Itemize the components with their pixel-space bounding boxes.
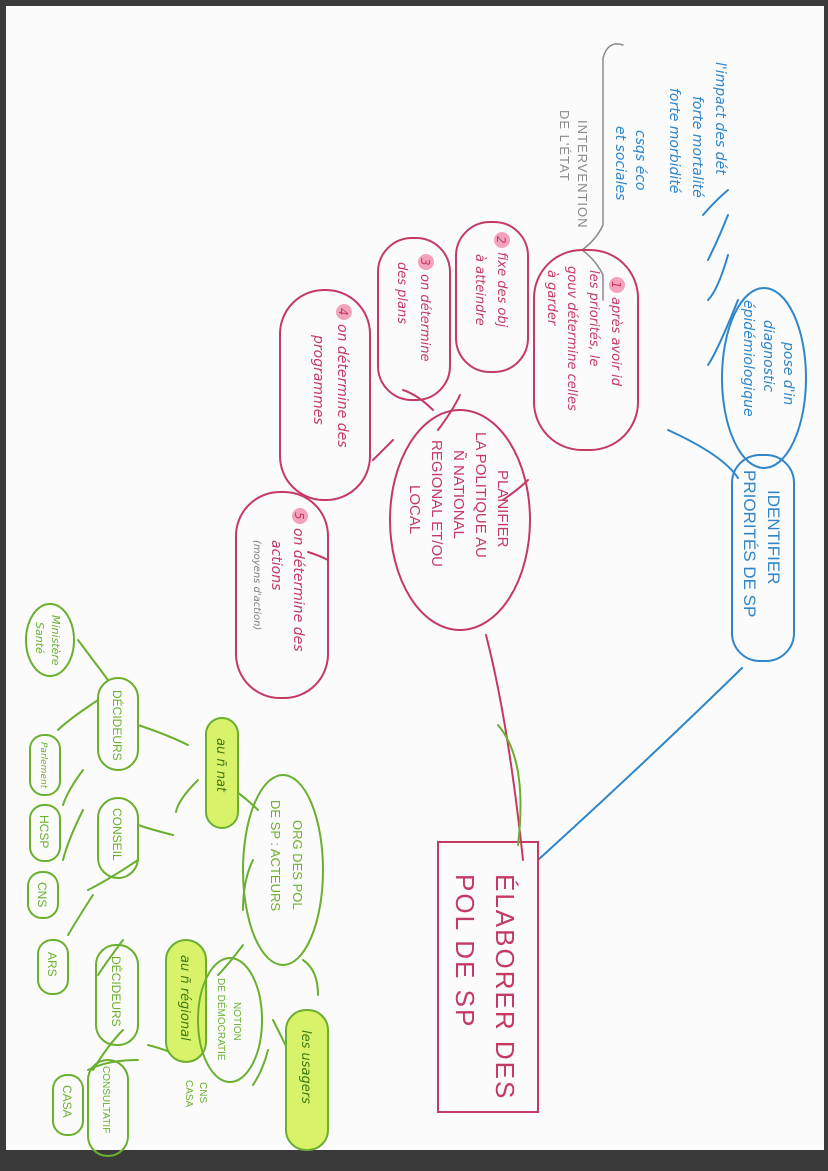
blue-branch: IDENTIFIER PRIORITÉS DE SP pose d'in dia… (557, 43, 807, 662)
green-branch: ORG DES POL DE SP : ACTEURS au ñ nat au … (25, 603, 522, 1157)
users-label: les usagers (298, 1030, 313, 1104)
step5-line-2: actions (268, 540, 284, 590)
leaf-ministry-2: Santé (33, 622, 46, 654)
leaf-hcsp: HCSP (37, 815, 51, 848)
paper (6, 6, 824, 1156)
leaf-parliament: Parlement (38, 742, 48, 789)
step4-line-2: programmes (310, 334, 326, 425)
step1-line-2: les priorités, le (586, 270, 601, 366)
leaf-csqs: csqs éco (632, 130, 648, 191)
leaf-casa-2: CASA (183, 1080, 194, 1108)
leaf-casa: CASA (60, 1085, 74, 1118)
leaf-mortality: forte mortalité (689, 96, 705, 198)
nat-advice: CONSEIL (110, 808, 124, 861)
center-line-2: POL DE SP (450, 874, 480, 1028)
org-line-1: ORG DES POL (290, 820, 305, 910)
step2-line-2: à atteindre (472, 254, 487, 326)
note-intervention: INTERVENTION (575, 120, 590, 229)
leaf-ars: ARS (45, 952, 59, 977)
step1-num: 1 (609, 281, 623, 289)
step4-line-1: on détermine des (334, 324, 350, 448)
center-line-1: ÉLABORER DES (490, 874, 520, 1100)
step1-line-3: gouv détermine celles (564, 266, 579, 411)
leaf-cns-2: CNS (197, 1082, 208, 1103)
center-node: ÉLABORER DES POL DE SP (437, 841, 539, 1113)
step1-line-4: à garder (544, 270, 559, 327)
leaf-ministry-1: Ministère (49, 615, 62, 666)
democracy-line-2: DE DÉMOCRATIE (215, 978, 228, 1061)
step5-line-1: on détermine des (290, 528, 306, 652)
red-branch: PLANIFIER LA POLITIQUE AU Ñ NATIONAL REG… (235, 221, 639, 699)
identify-line-1: IDENTIFIER (764, 490, 783, 584)
step5-num: 5 (292, 512, 306, 520)
step2-num: 2 (494, 236, 508, 244)
identify-line-2: PRIORITÉS DE SP (740, 470, 759, 617)
leaf-morbidity: forte morbidité (666, 88, 682, 194)
reg-advice: CONSULTATIF (100, 1066, 111, 1133)
leaf-impact: l'impact des dét (712, 62, 728, 175)
diagnostic-line-3: épidémiologique (740, 300, 756, 417)
step3-line-1: on détermine (417, 274, 432, 362)
regional-label: au ñ régional (177, 955, 192, 1041)
step3-line-2: des plans (394, 262, 409, 324)
step5-note: (moyens d'action) (251, 540, 262, 630)
org-line-2: DE SP : ACTEURS (268, 800, 283, 911)
nat-deciders: DÉCIDEURS (110, 690, 125, 761)
plan-line-2: LA POLITIQUE AU (472, 432, 489, 558)
note-state: DE L'ÉTAT (557, 110, 572, 182)
reg-deciders: DÉCIDEURS (109, 956, 124, 1027)
national-label: au ñ nat (213, 738, 228, 793)
plan-line-3: Ñ NATIONAL (450, 450, 467, 539)
step2-line-1: fixe des obj (494, 252, 509, 328)
step4-num: 4 (336, 308, 350, 316)
diagnostic-line-2: diagnostic (760, 320, 776, 392)
connectors (57, 189, 743, 1086)
plan-line-1: PLANIFIER (494, 470, 511, 548)
plan-line-4: REGIONAL ET/OU (428, 440, 445, 567)
leaf-cns: CNS (35, 882, 49, 907)
democracy-line-1: NOTION (231, 1002, 242, 1041)
diagnostic-line-1: pose d'in (780, 341, 796, 405)
leaf-social: et sociales (612, 126, 628, 200)
step1-line-1: après avoir id (608, 297, 623, 387)
step3-num: 3 (418, 258, 432, 266)
plan-line-5: LOCAL (406, 485, 423, 534)
